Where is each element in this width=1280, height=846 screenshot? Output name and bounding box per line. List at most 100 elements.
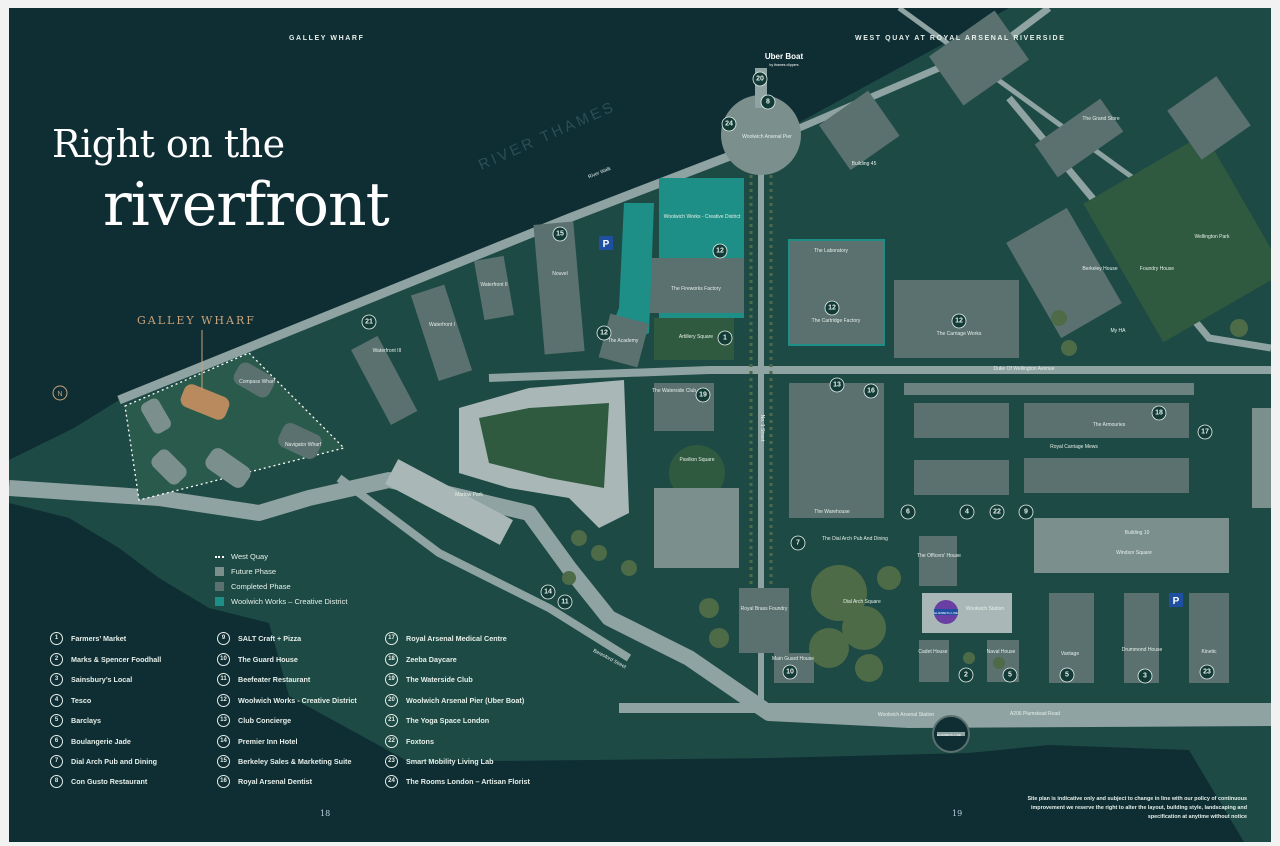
label-dial-arch-square: Dial Arch Square — [843, 599, 881, 605]
svg-text:20: 20 — [756, 76, 764, 83]
label-a206-plumstead-road: A206 Plumstead Road — [1010, 711, 1060, 717]
map-marker-17: 17 — [1197, 424, 1213, 440]
map-marker-5: 5 — [1002, 667, 1018, 683]
svg-text:15: 15 — [556, 231, 564, 238]
legend-swatch — [215, 582, 224, 591]
label-dial-arch-pub: The Dial Arch Pub And Dining — [822, 536, 888, 542]
svg-text:12: 12 — [600, 330, 608, 337]
label-marlow-park: Marlow Park — [455, 492, 483, 498]
svg-text:14: 14 — [544, 589, 552, 596]
label-woolwich-works: Woolwich Works - Creative District — [664, 214, 741, 220]
svg-text:21: 21 — [365, 319, 373, 326]
road-beresford — [336, 474, 632, 662]
label-woolwich-arsenal-station: Woolwich Arsenal Station — [878, 712, 935, 718]
compass-icon — [52, 385, 68, 401]
map-marker-12: 12 — [712, 243, 728, 259]
svg-text:12: 12 — [828, 305, 836, 312]
land — [9, 8, 1271, 842]
svg-text:12: 12 — [716, 248, 724, 255]
compass-letter: N — [57, 391, 62, 398]
label-waterside-club: The Waterside Club — [652, 388, 696, 394]
label-my-ha: My HA — [1111, 328, 1127, 334]
label-grand-store: The Grand Store — [1082, 116, 1119, 122]
map-marker-5: 5 — [1059, 667, 1075, 683]
galley-wharf-callout: GALLEY WHARF — [137, 314, 256, 327]
label-the-warehouse: The Warehouse — [814, 509, 850, 515]
legend-completed-phase: Completed Phase — [215, 579, 347, 594]
label-building-10: Building 10 — [1125, 530, 1150, 536]
legend-future-phase: Future Phase — [215, 564, 347, 579]
label-vantage: Vantage — [1061, 651, 1079, 657]
thames-clippers-tagline: by thames clippers — [769, 63, 798, 67]
map-marker-22: 22 — [989, 504, 1005, 520]
pavilion-square — [669, 445, 725, 501]
page-number-left: 18 — [320, 809, 331, 818]
label-cadet-house: Cadet House — [918, 649, 947, 655]
map-marker-7: 7 — [790, 535, 806, 551]
svg-text:7: 7 — [796, 540, 800, 547]
map-marker-15: 15 — [552, 226, 568, 242]
map-marker-11: 11 — [557, 594, 573, 610]
label-the-armouries: The Armouries — [1093, 422, 1126, 428]
header-galley-wharf: GALLEY WHARF — [289, 35, 365, 42]
pier-plaza — [721, 95, 801, 175]
svg-text:13: 13 — [833, 382, 841, 389]
map-legend: West Quay Future Phase Completed Phase W… — [215, 549, 347, 609]
map-marker-2: 2 — [958, 667, 974, 683]
svg-text:17: 17 — [1201, 429, 1209, 436]
svg-text:2: 2 — [964, 672, 968, 679]
label-wellington-park: Wellington Park — [1195, 234, 1230, 240]
duke-of-wellington-avenue — [488, 366, 1271, 382]
svg-text:23: 23 — [1203, 669, 1211, 676]
svg-text:11: 11 — [561, 599, 569, 606]
elizabeth-line-icon: ELIZABETH LINE — [934, 611, 958, 615]
label-carriage-works: The Carriage Works — [937, 331, 982, 337]
map-marker-18: 18 — [1151, 405, 1167, 421]
svg-text:6: 6 — [906, 509, 910, 516]
map-marker-19: 19 — [695, 387, 711, 403]
header-west-quay: WEST QUAY AT ROYAL ARSENAL RIVERSIDE — [855, 35, 1066, 42]
label-waterfront-i: Waterfront I — [429, 322, 455, 328]
label-woolwich-station: Woolwich Station — [966, 606, 1004, 612]
label-no1-street: No. 1 Street — [759, 415, 765, 442]
legend-west-quay: West Quay — [215, 549, 347, 564]
map-marker-3: 3 — [1137, 668, 1153, 684]
label-pavilion-square: Pavilion Square — [679, 457, 714, 463]
label-waterfront-ii: Waterfront II — [480, 282, 507, 288]
legend-swatch — [215, 597, 224, 606]
svg-text:3: 3 — [1143, 673, 1147, 680]
legend-swatch — [215, 567, 224, 576]
svg-text:12: 12 — [955, 318, 963, 325]
svg-text:8: 8 — [766, 99, 770, 106]
trees — [562, 310, 1248, 682]
map-marker-20: 20 — [752, 71, 768, 87]
svg-text:24: 24 — [725, 121, 733, 128]
map-page: Compass Wharf Navigator Wharf Waterfront… — [9, 8, 1271, 842]
page-title-line2: riverfront — [103, 170, 390, 240]
svg-text:19: 19 — [699, 392, 707, 399]
map-marker-6: 6 — [900, 504, 916, 520]
map-marker-1: 1 — [717, 330, 733, 346]
svg-text:18: 18 — [1155, 410, 1163, 417]
legend-dots-icon — [215, 555, 224, 558]
elizabeth-line-icon: ELIZABETH LINE — [937, 733, 961, 737]
label-royal-brass-foundry: Royal Brass Foundry — [741, 606, 788, 612]
map-marker-4: 4 — [959, 504, 975, 520]
map-marker-12: 12 — [951, 313, 967, 329]
map-marker-10: 10 — [782, 664, 798, 680]
